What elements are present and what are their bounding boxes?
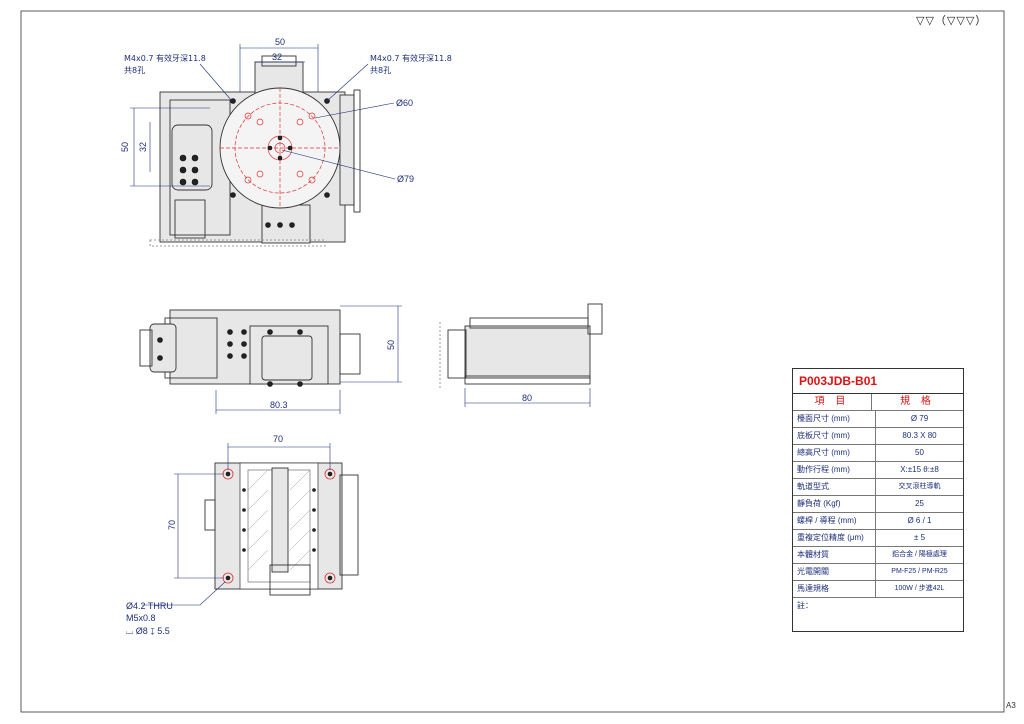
spec-row: 靜負荷 (Kgf) 25	[793, 496, 963, 513]
spec-header-row: 項 目 規 格	[793, 394, 963, 411]
spec-notes: 註：	[797, 601, 813, 610]
spec-label: 動作行程 (mm)	[793, 462, 876, 478]
spec-value: 25	[915, 499, 924, 508]
bottom-dim-70-vertical: 70	[167, 520, 177, 530]
spec-value: ± 5	[913, 533, 926, 542]
spec-label: 靜負荷 (Kgf)	[793, 496, 876, 512]
side-dim-80-3: 80.3	[270, 400, 288, 410]
spec-row: 馬達規格 100W / 步進42L	[793, 581, 963, 598]
spec-row: 檯面尺寸 (mm) Ø 79	[793, 411, 963, 428]
side-view: 80.3 50	[139, 305, 402, 414]
spec-value: Ø 6 / 1	[907, 516, 932, 525]
top-dia-60: Ø60	[396, 98, 413, 108]
bottom-hole-counterbore: ⌴ Ø8 ↧ 5.5	[126, 626, 170, 636]
spec-row: 軌道型式 交叉滾柱導軌	[793, 479, 963, 496]
spec-row: 重複定位精度 (μm) ± 5	[793, 530, 963, 547]
sheet-size-label: A3	[1006, 701, 1016, 710]
spec-value: X:±15 θ:±8	[900, 465, 939, 474]
spec-table: P003JDB-B01 項 目 規 格 檯面尺寸 (mm) Ø 79 底板尺寸 (…	[792, 368, 964, 632]
spec-label: 本體材質	[793, 547, 876, 563]
spec-header-item: 項 目	[793, 394, 872, 410]
spec-row: 光電開關 PM-F25 / PM-R25	[793, 564, 963, 581]
end-view: 80	[439, 303, 603, 407]
spec-label: 馬達規格	[793, 581, 876, 597]
top-dia-79: Ø79	[397, 174, 414, 184]
end-dim-80: 80	[522, 393, 532, 403]
model-number: P003JDB-B01	[793, 369, 963, 394]
side-dim-50: 50	[386, 340, 396, 350]
top-dim-50: 50	[275, 37, 285, 47]
spec-label: 檯面尺寸 (mm)	[793, 411, 876, 427]
surface-roughness-symbol: ▽▽（▽▽▽）	[916, 14, 988, 27]
spec-value: 50	[915, 448, 924, 457]
spec-row: 螺桿 / 導程 (mm) Ø 6 / 1	[793, 513, 963, 530]
spec-row: 本體材質 鋁合金 / 陽極處理	[793, 547, 963, 564]
bottom-dim-70-horizontal: 70	[273, 434, 283, 444]
spec-value: PM-F25 / PM-R25	[891, 568, 948, 575]
bottom-hole-thru: Ø4.2 THRU	[126, 601, 173, 611]
spec-row: 底板尺寸 (mm) 80.3 X 80	[793, 428, 963, 445]
spec-value: 100W / 步進42L	[894, 585, 945, 592]
spec-value: Ø 79	[910, 414, 929, 423]
top-note-right-count: 共8孔	[370, 66, 391, 75]
spec-label: 軌道型式	[793, 479, 876, 495]
spec-value: 交叉滾柱導軌	[898, 483, 941, 490]
spec-label: 總高尺寸 (mm)	[793, 445, 876, 461]
spec-value: 80.3 X 80	[902, 431, 937, 440]
top-note-left-count: 共8孔	[124, 66, 145, 75]
spec-row: 總高尺寸 (mm) 50	[793, 445, 963, 462]
top-dim-32-vertical: 32	[138, 142, 148, 152]
spec-value: 鋁合金 / 陽極處理	[892, 551, 947, 558]
top-dim-50-vertical: 50	[120, 142, 130, 152]
spec-row: 動作行程 (mm) X:±15 θ:±8	[793, 462, 963, 479]
spec-label: 重複定位精度 (μm)	[793, 530, 876, 546]
spec-header-spec: 規 格	[900, 396, 935, 407]
top-note-left-thread: M4x0.7 有效牙深11.8	[124, 53, 206, 63]
sheet-border	[20, 10, 1005, 713]
spec-label: 螺桿 / 導程 (mm)	[793, 513, 876, 529]
bottom-hole-thread: M5x0.8	[126, 613, 156, 623]
top-dim-32: 32	[272, 52, 282, 62]
bottom-view: 70 70 Ø4.2 THRU M5x0.8 ⌴ Ø8 ↧ 5.5	[126, 434, 359, 636]
top-view: 50 32 50 32 M4x0.7 有效牙深11.8 共8孔 M4x0.7 有…	[120, 37, 452, 247]
spec-label: 底板尺寸 (mm)	[793, 428, 876, 444]
top-note-right-thread: M4x0.7 有效牙深11.8	[370, 53, 452, 63]
spec-label: 光電開關	[793, 564, 876, 580]
